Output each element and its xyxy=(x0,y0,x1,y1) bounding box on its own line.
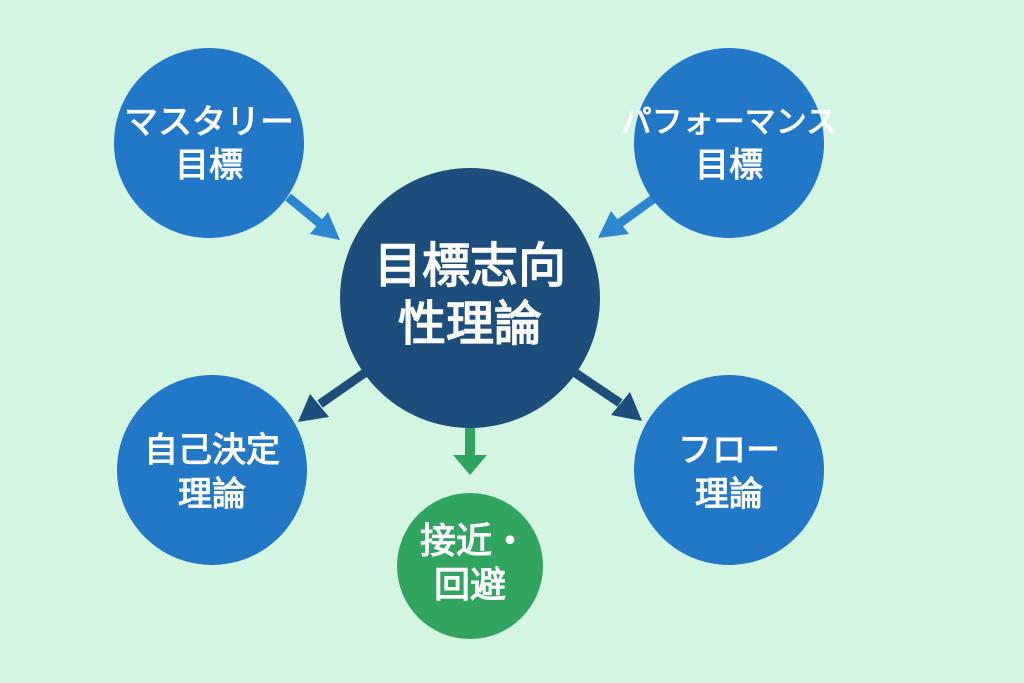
center-title-line2: 性理論 xyxy=(398,296,542,352)
node-flow-line1: フロー xyxy=(678,431,780,471)
node-approach-avoidance-line1: 接近・ xyxy=(420,521,528,562)
arrow-center-to-flow xyxy=(571,368,642,421)
node-flow-theory: フロー 理論 xyxy=(634,375,824,565)
node-approach-avoidance-line2: 回避 xyxy=(434,565,506,606)
node-self-determination-theory: 自己決定 理論 xyxy=(117,375,307,565)
arrow-center-to-self-determination xyxy=(298,368,369,422)
node-self-determination-line2: 理論 xyxy=(178,475,246,515)
node-performance-line1: パフォーマンス xyxy=(621,105,837,141)
arrow-center-to-approach-avoidance xyxy=(453,428,487,475)
node-approach-avoidance: 接近・ 回避 xyxy=(397,493,543,639)
node-mastery-goal: マスタリー 目標 xyxy=(114,48,304,238)
node-center-goal-orientation-theory: 目標志向 性理論 xyxy=(340,168,600,428)
node-flow-line2: 理論 xyxy=(695,475,763,515)
node-mastery-line1: マスタリー xyxy=(124,103,294,143)
node-performance-line2: 目標 xyxy=(695,146,763,186)
arrow-performance-to-center xyxy=(598,193,659,238)
node-self-determination-line1: 自己決定 xyxy=(144,431,280,471)
arrow-mastery-to-center xyxy=(285,193,340,240)
node-mastery-line2: 目標 xyxy=(175,146,243,186)
center-title-line1: 目標志向 xyxy=(374,238,566,294)
node-performance-goal: パフォーマンス 目標 xyxy=(621,48,837,238)
